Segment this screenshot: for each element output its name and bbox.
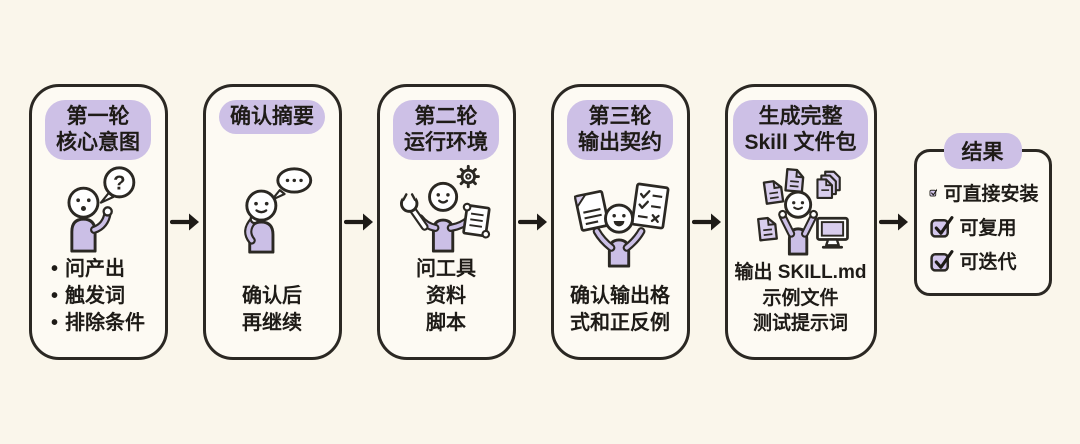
checkbox-checked-icon [928,188,938,197]
checklist-document-icon [630,182,670,229]
step-body-line: 再继续 [242,312,302,334]
flow-arrow-icon [518,213,547,231]
step-body-line: 问工具 [416,258,476,280]
step-title-line: 第一轮 [66,105,130,128]
step-body-line: 资料 [426,285,466,307]
step-title-pill: 第三轮 输出契约 [567,100,673,161]
wrench-icon [400,190,429,231]
step-title-pill: 第一轮 核心意图 [45,100,151,161]
step-body: • 问产出 • 触发词 • 排除条件 [51,256,145,341]
flow-arrow-icon [879,213,908,231]
result-card: 结果 可直接安装 可复用 可迭代 [913,132,1052,296]
bullet-dot: • [50,285,58,307]
step-title-line: 第三轮 [588,105,652,128]
step-icon-zone [745,160,857,260]
file-icon [756,216,778,242]
computer-monitor-icon [815,216,849,249]
step-body: 确认后 再继续 [242,283,302,341]
step-body-line: 排除条件 [65,312,145,334]
file-icon [762,180,784,205]
step-body-line: 确认后 [242,285,302,307]
bullet-item: • 问产出 [51,256,145,283]
step-title-pill: 第二轮 运行环境 [393,100,499,161]
checkbox-checked-icon [929,249,953,272]
bullet-dot: • [50,312,58,334]
step-title-pill: 生成完整 Skill 文件包 [733,100,868,161]
bullet-item: • 触发词 [51,283,145,310]
flow-arrow-icon [170,213,199,231]
file-stack-icon [815,170,841,200]
result-item-label: 可复用 [959,217,1017,239]
step-body: 问工具 资料 脚本 [416,256,476,341]
step-title-line: 核心意图 [56,131,140,155]
step-icon-zone [392,160,500,256]
bullet-dot: • [50,258,58,280]
result-item-label: 可直接安装 [943,183,1039,205]
svg-text:?: ? [113,173,125,195]
step-body-line: 测试提示词 [752,313,848,335]
step-card-round3: 第三轮 输出契约 [550,84,690,360]
step-title-line: Skill 文件包 [744,131,857,155]
flow-arrow-icon [344,213,373,231]
file-icon [783,168,804,194]
step-body-line: 示例文件 [762,287,839,309]
step-body-line: 触发词 [65,285,125,307]
flow-arrow [168,209,203,235]
flow-arrow [342,209,377,235]
person-thinking-icon [244,166,313,254]
result-item: 可复用 [929,213,1039,240]
step-icon-zone [218,134,326,283]
person-tools-icon [400,164,491,253]
step-title-pill: 确认摘要 [219,100,325,135]
step-icon-zone: ? [44,160,152,256]
step-title-line: 运行环境 [404,131,488,155]
step-title-line: 输出契约 [578,131,662,155]
person-files-computer-icon [756,168,849,256]
result-item: 可迭代 [929,247,1039,274]
bullet-item: • 排除条件 [51,310,145,337]
step-title-line: 生成完整 [758,105,843,128]
step-body: 确认输出格 式和正反例 [570,283,670,341]
step-body-line: 脚本 [426,312,466,334]
result-item-label: 可迭代 [959,251,1017,273]
flow-arrow [690,209,725,235]
step-icon-zone [566,160,674,283]
step-title-line: 确认摘要 [230,105,314,128]
flow-arrow [516,209,551,235]
step-card-round2: 第二轮 运行环境 [376,84,516,360]
result-title-pill: 结果 [943,132,1022,169]
document-icon [573,189,610,232]
step-body-line: 问产出 [65,258,125,280]
gear-icon [456,164,480,189]
step-body-line: 确认输出格 [570,285,670,307]
step-title-line: 第二轮 [414,105,478,128]
step-body-line: 输出 SKILL.md [734,262,867,284]
step-card-confirm-summary: 确认摘要 [202,84,342,360]
step-card-generate-skill: 生成完整 Skill 文件包 [724,84,877,360]
step-body: 输出 SKILL.md 示例文件 测试提示词 [735,260,867,341]
flow-arrow-icon [692,213,721,231]
checkbox-checked-icon [929,215,953,238]
person-checklist-icon [573,182,670,268]
scroll-icon [462,202,491,239]
flow-arrow [877,209,912,235]
step-body-line: 式和正反例 [570,312,670,334]
result-item: 可直接安装 [928,179,1039,206]
person-question-icon: ? [67,166,136,253]
step-card-round1: 第一轮 核心意图 ? [28,84,168,360]
flow-row: 第一轮 核心意图 ? [28,84,1052,360]
